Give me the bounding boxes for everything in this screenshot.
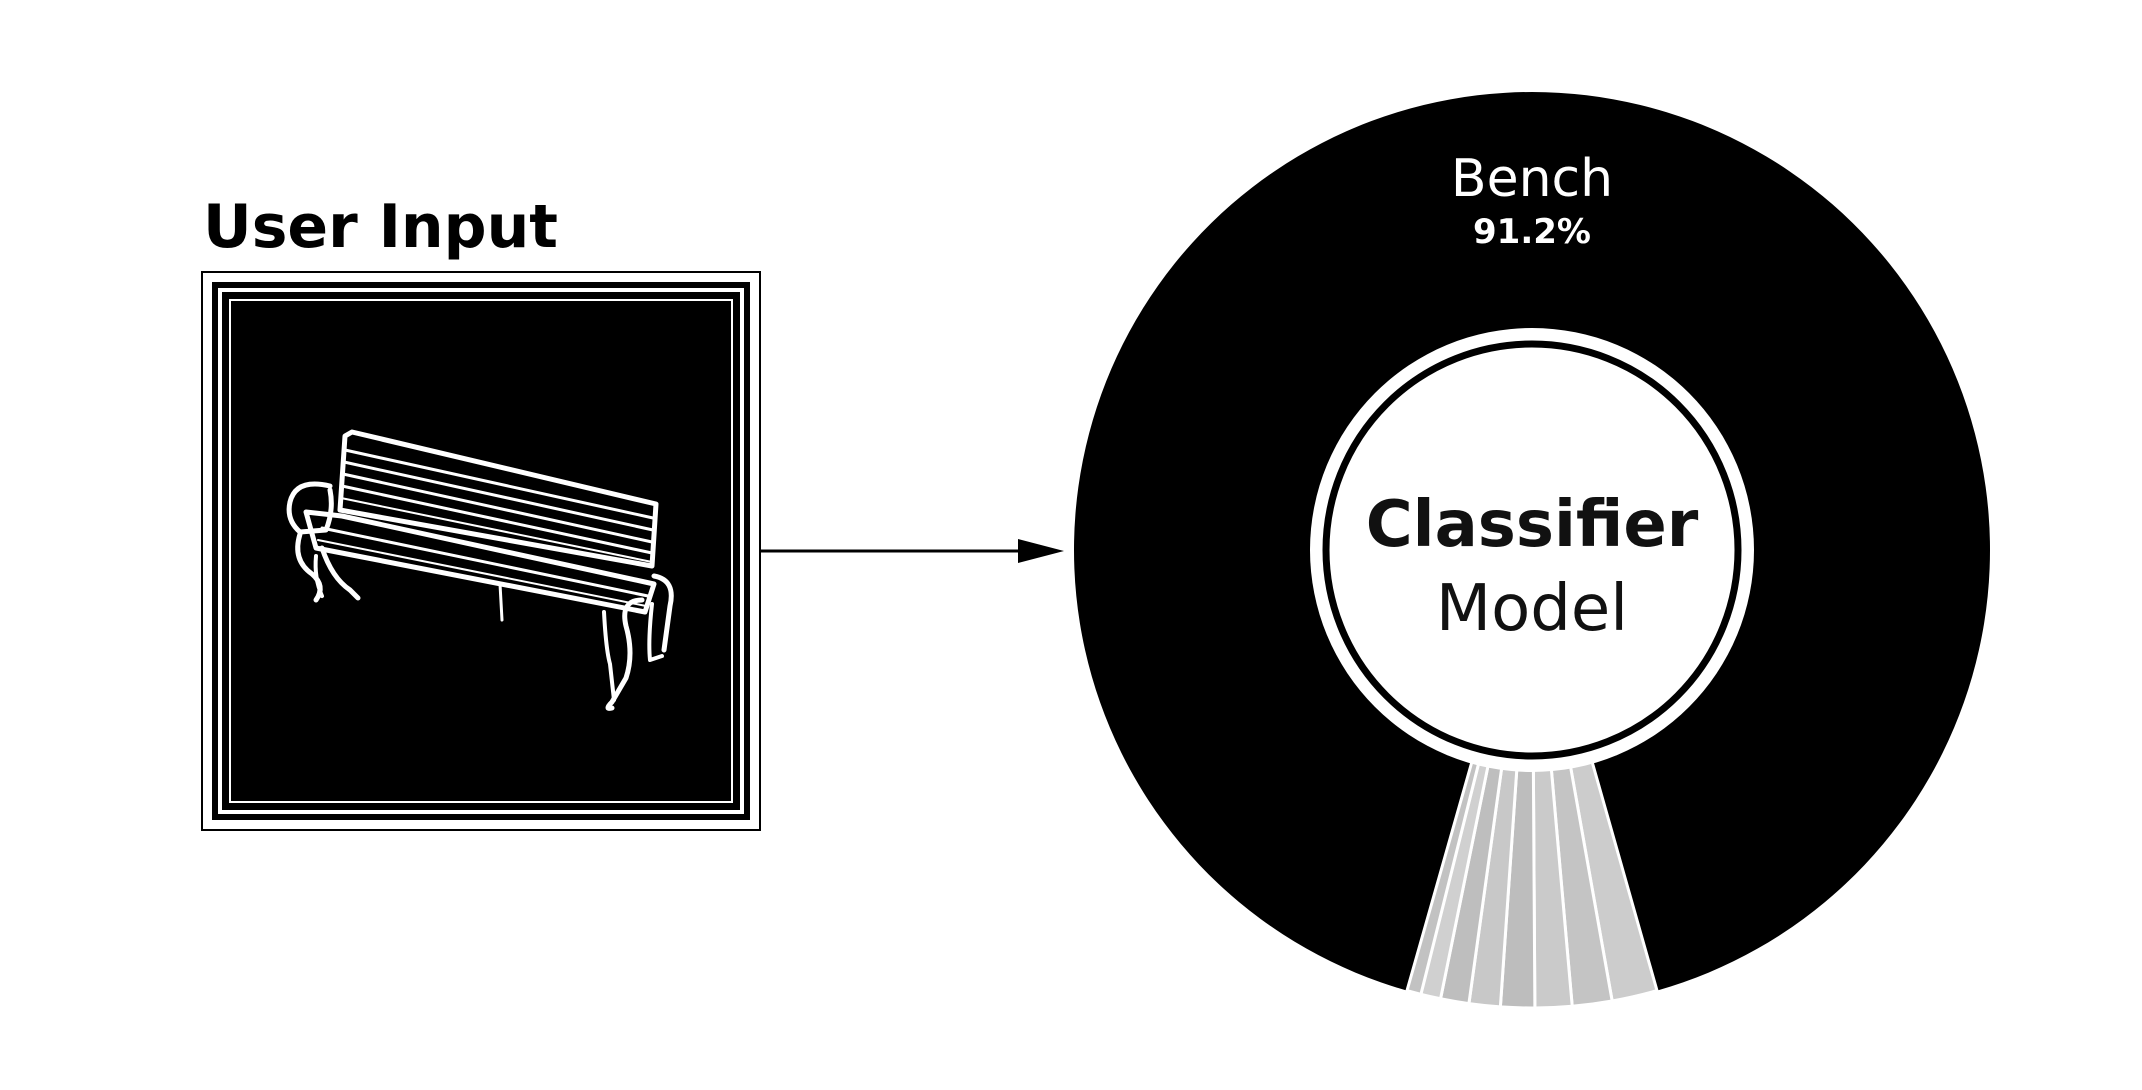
input-image-frame — [201, 271, 761, 831]
slice-bench — [1074, 92, 1990, 991]
arrow-right-icon — [760, 539, 1064, 563]
slice-label-bench: Bench — [1451, 149, 1613, 209]
classifier-model-node — [1310, 328, 1754, 772]
park-bench-icon — [286, 429, 674, 711]
model-subtitle: Model — [1436, 572, 1628, 646]
slice-value-bench: 91.2% — [1473, 212, 1591, 252]
donut-chart — [1074, 92, 1990, 1010]
model-title: Classifier — [1366, 488, 1699, 562]
user-input-title: User Input — [203, 192, 558, 262]
